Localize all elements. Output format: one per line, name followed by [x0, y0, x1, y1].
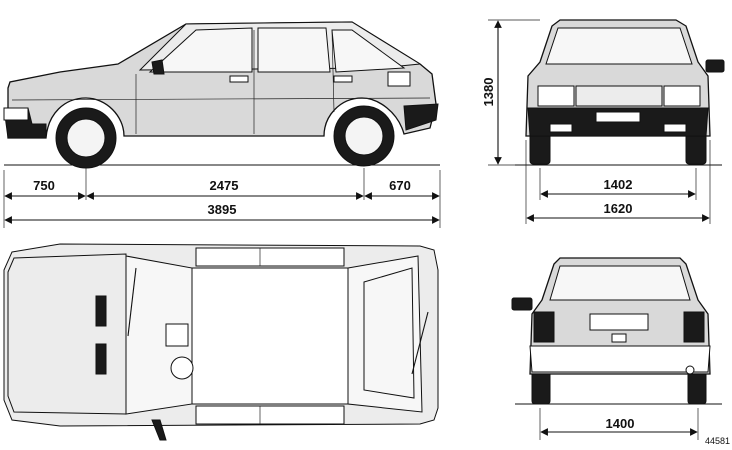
front-left-headlight — [537, 85, 575, 107]
top-roof — [191, 267, 349, 405]
side-rear-rim — [344, 116, 384, 156]
dim-front-track: 1402 — [604, 177, 633, 192]
rear-left-mirror — [511, 297, 533, 311]
side-front-rim — [66, 118, 106, 158]
rear-handle — [611, 333, 627, 343]
dim-wheelbase: 2475 — [210, 178, 239, 193]
drawing-reference-code: 44581 — [705, 436, 730, 446]
front-view — [515, 19, 725, 166]
dim-overall-length: 3895 — [208, 202, 237, 217]
side-mirror — [151, 59, 165, 75]
rear-plate — [589, 313, 649, 331]
top-rear-glass — [363, 267, 415, 399]
top-front-wiper — [127, 267, 137, 337]
dim-front-overhang: 750 — [33, 178, 55, 193]
side-rear-window — [257, 27, 331, 73]
top-rear-wiper — [411, 311, 429, 375]
rear-view — [511, 257, 722, 405]
rear-right-taillight — [683, 311, 705, 343]
rear-window — [549, 265, 691, 301]
dim-rear-overhang: 670 — [389, 178, 411, 193]
side-taillight — [387, 71, 411, 87]
top-left-vent — [95, 295, 107, 327]
rear-bumper — [529, 345, 711, 373]
top-hood — [7, 253, 127, 415]
top-steering-wheel — [170, 356, 194, 380]
front-windscreen — [545, 27, 693, 65]
top-upper-side-windows — [195, 247, 345, 267]
front-right-mirror — [705, 59, 725, 73]
front-right-foglight — [663, 123, 687, 133]
top-dashboard-box — [165, 323, 189, 347]
top-right-vent — [95, 343, 107, 375]
dim-rear-track: 1400 — [606, 416, 635, 431]
rear-left-taillight — [533, 311, 555, 343]
top-mirror — [151, 419, 167, 441]
side-front-window — [148, 27, 253, 73]
side-view — [3, 21, 440, 169]
top-view — [3, 243, 439, 441]
top-lower-side-windows — [195, 405, 345, 425]
dim-overall-width: 1620 — [604, 201, 633, 216]
dim-height: 1380 — [481, 78, 496, 107]
front-grille — [575, 85, 663, 107]
side-front-door-handle — [229, 75, 249, 83]
front-plate — [595, 111, 641, 123]
rear-exhaust — [685, 365, 695, 375]
side-quarter-window — [331, 29, 406, 73]
side-rear-door-handle — [333, 75, 353, 83]
side-headlight — [3, 107, 29, 121]
side-rear-bumper — [403, 103, 439, 131]
front-right-headlight — [663, 85, 701, 107]
side-body-crease — [11, 97, 431, 101]
front-left-foglight — [549, 123, 573, 133]
